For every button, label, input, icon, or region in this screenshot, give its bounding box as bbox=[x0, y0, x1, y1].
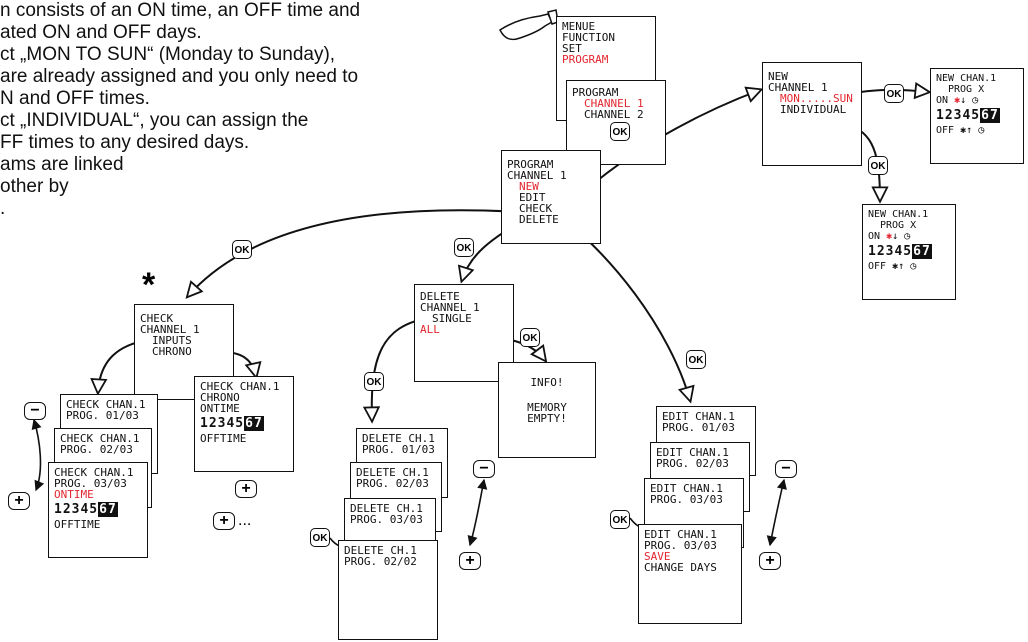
more-ellipsis: ... bbox=[238, 512, 251, 530]
screen-line: OFFTIME bbox=[200, 433, 288, 444]
arrow-up-icon: ↑ bbox=[898, 261, 904, 272]
new-channel-screen: NEW CHANNEL 1 MON.....SUN INDIVIDUAL bbox=[762, 62, 862, 166]
arrow-down-icon: ↓ bbox=[892, 231, 898, 242]
screen-line-selected: PROGRAM bbox=[562, 54, 650, 65]
clock-icon: ◷ bbox=[904, 231, 910, 242]
screen-line: CHRONO bbox=[140, 346, 228, 357]
plus-button: + bbox=[8, 492, 30, 510]
screen-line: OFFTIME bbox=[54, 519, 142, 530]
days-plain: 12345 bbox=[54, 502, 98, 517]
intro-line: ct „INDIVIDUAL“, you can assign the bbox=[0, 110, 470, 132]
check-chrono-screen: CHECK CHAN.1 CHRONO ONTIME 1234567 OFFTI… bbox=[194, 376, 294, 472]
screen-line: ONTIME bbox=[200, 403, 288, 414]
off-row: OFF ✱↑ ◷ bbox=[868, 261, 950, 272]
days-plain: 12345 bbox=[200, 416, 244, 431]
screen-line: PROG. 01/03 bbox=[66, 410, 152, 421]
screen-line: CHANNEL 2 bbox=[572, 109, 660, 120]
intro-line: n consists of an ON time, an OFF time an… bbox=[0, 0, 470, 22]
delete-screen-4: DELETE CH.1 PROG. 02/02 bbox=[338, 540, 438, 640]
ok-button: OK bbox=[884, 84, 904, 103]
new-chan-bottom-screen: NEW CHAN.1 PROG X ON ✱↓ ◷ 1234567 OFF ✱↑… bbox=[862, 204, 956, 300]
screen-line: NEW CHAN.1 bbox=[868, 209, 950, 220]
arrow-down-icon: ↓ bbox=[960, 95, 966, 106]
ok-button: OK bbox=[686, 350, 706, 369]
on-label: ON bbox=[868, 231, 880, 242]
on-row: ON ✱↓ ◷ bbox=[936, 95, 1018, 106]
ok-button: OK bbox=[520, 328, 540, 347]
day-selector: 1234567 bbox=[868, 246, 950, 257]
minus-button: − bbox=[473, 460, 495, 478]
screen-line: EMPTY! bbox=[504, 413, 590, 424]
day-selector: 1234567 bbox=[54, 504, 142, 515]
screen-line: PROG. 02/03 bbox=[656, 458, 744, 469]
screen-line: PROG. 03/03 bbox=[350, 514, 430, 525]
ok-button: OK bbox=[232, 240, 252, 259]
new-chan-top-screen: NEW CHAN.1 PROG X ON ✱↓ ◷ 1234567 OFF ✱↑… bbox=[930, 68, 1024, 164]
day-selector: 1234567 bbox=[936, 110, 1018, 121]
days-inverted: 67 bbox=[912, 244, 932, 259]
clock-icon: ◷ bbox=[972, 95, 978, 106]
screen-line: INDIVIDUAL bbox=[768, 104, 856, 115]
plus-button: + bbox=[213, 512, 235, 530]
arrow-up-icon: ↑ bbox=[966, 125, 972, 136]
plus-button: + bbox=[459, 552, 481, 570]
ok-button: OK bbox=[610, 122, 630, 141]
screen-line: PROG X bbox=[936, 84, 1018, 95]
off-label: OFF bbox=[936, 125, 954, 136]
intro-line: ams are linked bbox=[0, 154, 470, 176]
ok-button: OK bbox=[310, 528, 330, 547]
minus-button: − bbox=[24, 402, 46, 420]
ok-button: OK bbox=[610, 510, 630, 529]
screen-line: PROG. 01/03 bbox=[662, 422, 750, 433]
edit-screen-4: EDIT CHAN.1 PROG. 03/03 SAVE CHANGE DAYS bbox=[638, 524, 742, 624]
intro-line: are already assigned and you only need t… bbox=[0, 66, 470, 88]
screen-line-selected: ALL bbox=[420, 324, 508, 335]
clock-icon: ◷ bbox=[910, 261, 916, 272]
days-plain: 12345 bbox=[868, 244, 912, 259]
check-chan-screen-3: CHECK CHAN.1 PROG. 03/03 ONTIME 1234567 … bbox=[48, 462, 148, 558]
screen-line-selected: ONTIME bbox=[54, 489, 142, 500]
plus-button: + bbox=[235, 480, 257, 498]
screen-line: PROG. 01/03 bbox=[362, 444, 442, 455]
on-row: ON ✱↓ ◷ bbox=[868, 231, 950, 242]
intro-line: N and OFF times. bbox=[0, 88, 470, 110]
day-selector: 1234567 bbox=[200, 418, 288, 429]
intro-line: FF times to any desired days. bbox=[0, 132, 470, 154]
ok-button: OK bbox=[454, 238, 474, 257]
days-inverted: 67 bbox=[98, 502, 118, 517]
intro-line: . bbox=[0, 198, 470, 220]
days-plain: 12345 bbox=[936, 108, 980, 123]
intro-text: n consists of an ON time, an OFF time an… bbox=[0, 0, 470, 220]
hand-pointer-icon bbox=[500, 10, 558, 39]
intro-line: other by bbox=[0, 176, 470, 198]
screen-line: PROG. 03/03 bbox=[650, 494, 738, 505]
star-marker: * bbox=[142, 268, 155, 302]
off-row: OFF ✱↑ ◷ bbox=[936, 125, 1018, 136]
screen-line: NEW CHAN.1 bbox=[936, 73, 1018, 84]
screen-line: PROG X bbox=[868, 220, 950, 231]
screen-line: CHANGE DAYS bbox=[644, 562, 736, 573]
screen-line: DELETE bbox=[507, 214, 595, 225]
off-label: OFF bbox=[868, 261, 886, 272]
clock-icon: ◷ bbox=[978, 125, 984, 136]
screen-line: INFO! bbox=[504, 377, 590, 388]
days-inverted: 67 bbox=[980, 108, 1000, 123]
ok-button: OK bbox=[868, 156, 888, 175]
intro-line: ct „MON TO SUN“ (Monday to Sunday), bbox=[0, 44, 470, 66]
on-label: ON bbox=[936, 95, 948, 106]
info-screen: INFO! MEMORY EMPTY! bbox=[498, 362, 596, 458]
intro-line: ated ON and OFF days. bbox=[0, 22, 470, 44]
days-inverted: 67 bbox=[244, 416, 264, 431]
minus-button: − bbox=[775, 460, 797, 478]
program-main-screen: PROGRAM CHANNEL 1 NEW EDIT CHECK DELETE bbox=[501, 150, 601, 244]
screen-line: PROG. 02/03 bbox=[60, 444, 146, 455]
screen-line: PROG. 02/02 bbox=[344, 556, 432, 567]
plus-button: + bbox=[759, 552, 781, 570]
ok-button: OK bbox=[364, 372, 384, 391]
screen-line: PROG. 02/03 bbox=[356, 478, 436, 489]
